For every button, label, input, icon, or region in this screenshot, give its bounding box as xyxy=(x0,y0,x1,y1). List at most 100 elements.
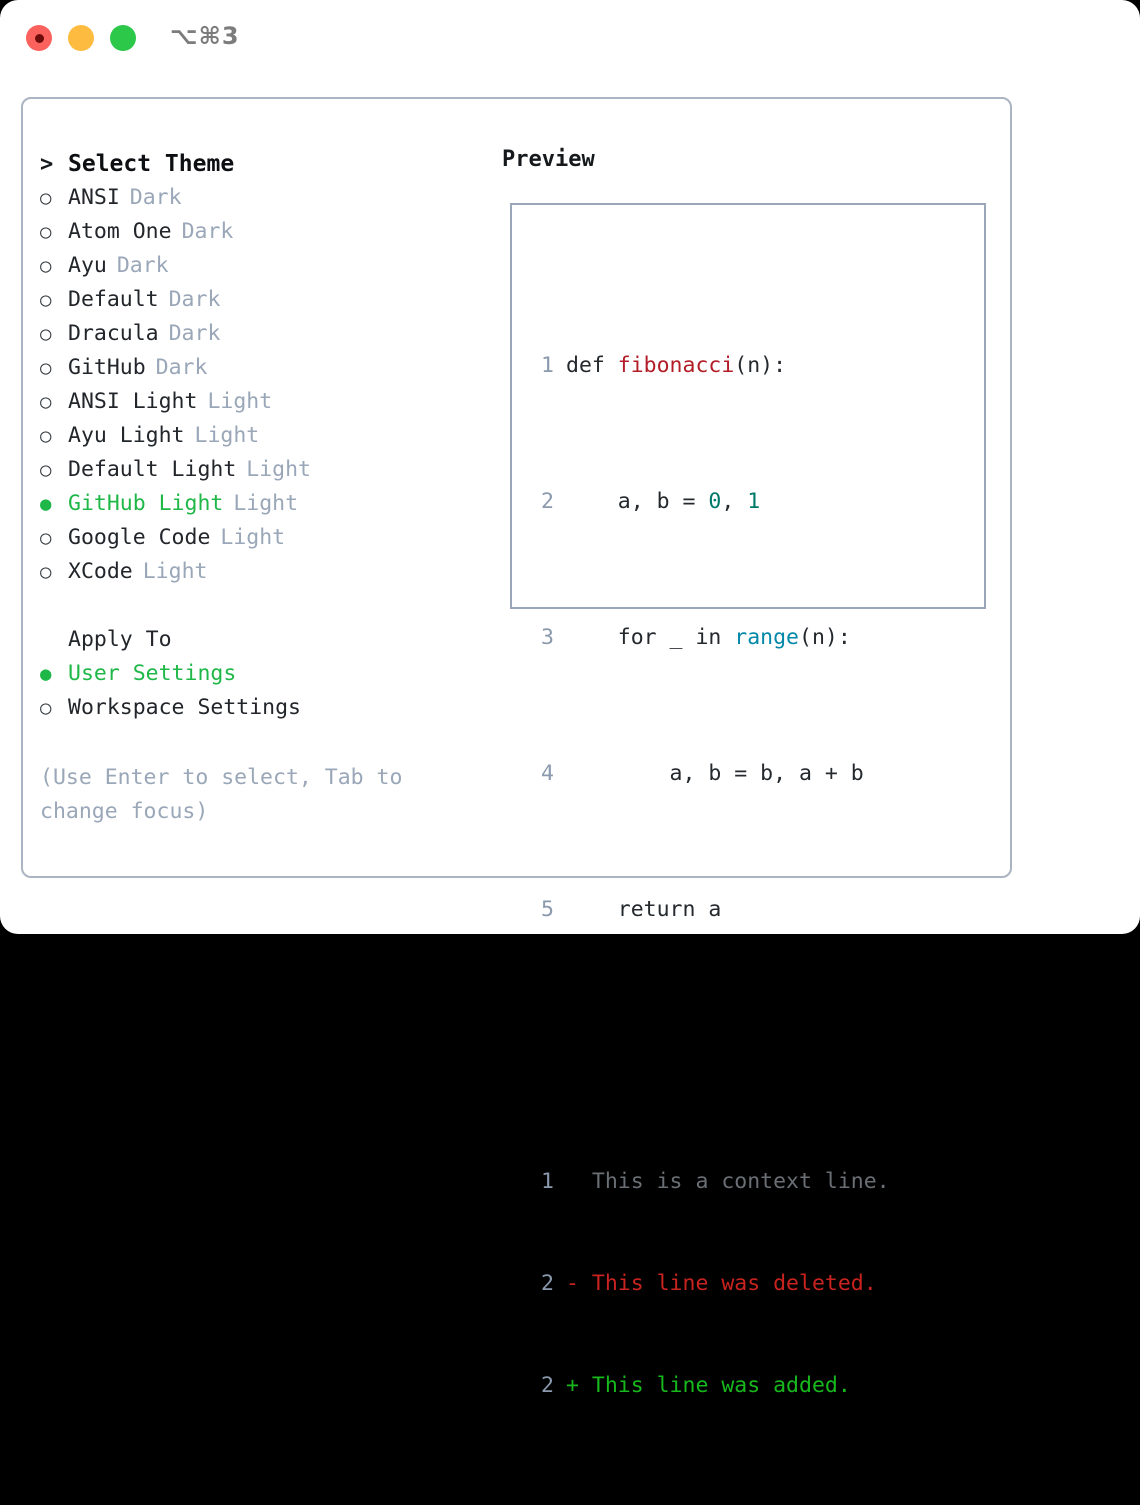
code-token-function: fibonacci xyxy=(617,353,735,378)
apply-to-header: Apply To xyxy=(40,623,480,657)
list-item-atom-one[interactable]: ○ Atom One Dark xyxy=(40,215,480,249)
list-item-label: Default xyxy=(68,287,159,312)
keyboard-hint-text: (Use Enter to select, Tab to change focu… xyxy=(40,765,416,824)
theme-list-title: Select Theme xyxy=(68,151,235,177)
line-number: 2 xyxy=(541,1373,554,1398)
list-item-ayu-light[interactable]: ○ Ayu Light Light xyxy=(40,419,480,453)
diff-line-added: 2 + This line was added. xyxy=(524,1369,890,1403)
diff-line-deleted: 2 - This line was deleted. xyxy=(524,1267,890,1301)
list-item-label: GitHub xyxy=(68,355,146,380)
list-item-label: ANSI xyxy=(68,185,120,210)
code-token-number: 0 xyxy=(708,489,722,514)
list-item-label: Dracula xyxy=(68,321,159,346)
code-token-builtin: range xyxy=(734,625,800,650)
title-bar: ⌥⌘3 xyxy=(0,0,1140,80)
list-item-label: Default Light xyxy=(68,457,237,482)
list-item-label: XCode xyxy=(68,559,133,584)
radio-icon[interactable]: ○ xyxy=(40,323,52,345)
list-item-tag: Dark xyxy=(129,185,182,210)
radio-icon[interactable]: ○ xyxy=(40,221,52,243)
apply-to-item-label: User Settings xyxy=(68,661,237,686)
list-item-tag: Light xyxy=(233,491,299,516)
line-number: 4 xyxy=(541,761,554,786)
list-item-label: Google Code xyxy=(68,525,211,550)
preview-box: 1 def fibonacci (n): 2 a, b = 0 , 1 3 fo… xyxy=(510,203,986,1398)
apply-to-marker-placeholder xyxy=(40,623,68,657)
diff-line-context: 1 This is a context line. xyxy=(524,1165,890,1199)
radio-icon[interactable]: ○ xyxy=(40,561,52,583)
diff-text: This is a context line. xyxy=(566,1169,890,1194)
code-token: for _ in xyxy=(566,625,735,650)
list-item-github[interactable]: ○ GitHub Dark xyxy=(40,351,480,385)
code-token: a, b = b, a + b xyxy=(566,761,864,786)
radio-icon[interactable]: ○ xyxy=(40,187,52,209)
line-number: 3 xyxy=(541,625,554,650)
list-item-default-light[interactable]: ○ Default Light Light xyxy=(40,453,480,487)
list-item-tag: Light xyxy=(207,389,273,414)
radio-icon[interactable]: ○ xyxy=(40,357,52,379)
code-line: 4 a, b = b, a + b xyxy=(524,757,890,791)
line-number: 1 xyxy=(541,353,554,378)
radio-icon[interactable]: ○ xyxy=(40,289,52,311)
list-item-tag: Dark xyxy=(116,253,169,278)
preview-heading: Preview xyxy=(502,147,595,172)
code-token: (n): xyxy=(799,625,851,650)
list-item-tag: Light xyxy=(246,457,312,482)
list-item-tag: Dark xyxy=(155,355,208,380)
list-spacer xyxy=(40,589,480,623)
list-item-label: Atom One xyxy=(68,219,172,244)
apply-to-title: Apply To xyxy=(68,627,172,652)
code-token: return a xyxy=(566,897,722,922)
list-item-ansi[interactable]: ○ ANSI Dark xyxy=(40,181,480,215)
code-blank-line xyxy=(524,1029,890,1063)
apply-to-item-label: Workspace Settings xyxy=(68,695,301,720)
radio-icon[interactable]: ○ xyxy=(40,697,52,719)
line-number: 5 xyxy=(541,897,554,922)
list-item-xcode[interactable]: ○ XCode Light xyxy=(40,555,480,589)
code-token: (n): xyxy=(734,353,787,378)
list-item-default[interactable]: ○ Default Dark xyxy=(40,283,480,317)
list-item-label: ANSI Light xyxy=(68,389,198,414)
code-token: , xyxy=(721,489,748,514)
radio-icon[interactable]: ○ xyxy=(40,459,52,481)
code-token: a, b = xyxy=(566,489,709,514)
code-preview: 1 def fibonacci (n): 2 a, b = 0 , 1 3 fo… xyxy=(524,247,890,1505)
list-item-ansi-light[interactable]: ○ ANSI Light Light xyxy=(40,385,480,419)
list-item-label: Ayu Light xyxy=(68,423,185,448)
code-line: 3 for _ in range (n): xyxy=(524,621,890,655)
line-number: 2 xyxy=(541,1271,554,1296)
list-item-label: GitHub Light xyxy=(68,491,224,516)
list-item-github-light[interactable]: ● GitHub Light Light xyxy=(40,487,480,521)
line-number: 1 xyxy=(541,1169,554,1194)
diff-text: + This line was added. xyxy=(566,1373,851,1398)
code-line: 1 def fibonacci (n): xyxy=(524,349,890,383)
list-item-tag: Dark xyxy=(181,219,234,244)
radio-icon[interactable]: ○ xyxy=(40,425,52,447)
theme-picker-panel: > Select Theme ○ ANSI Dark ○ Atom One Da… xyxy=(21,97,1012,1398)
radio-icon[interactable]: ○ xyxy=(40,391,52,413)
window-controls xyxy=(26,25,136,51)
list-item-tag: Dark xyxy=(168,287,221,312)
close-button[interactable] xyxy=(26,25,52,51)
list-item-tag: Light xyxy=(220,525,286,550)
apply-to-item-user-settings[interactable]: ● User Settings xyxy=(40,657,480,691)
list-item-dracula[interactable]: ○ Dracula Dark xyxy=(40,317,480,351)
diff-text: - This line was deleted. xyxy=(566,1271,877,1296)
list-item-google-code[interactable]: ○ Google Code Light xyxy=(40,521,480,555)
minimize-button[interactable] xyxy=(68,25,94,51)
keyboard-shortcut-label: ⌥⌘3 xyxy=(170,22,240,50)
radio-icon[interactable]: ○ xyxy=(40,527,52,549)
radio-selected-icon[interactable]: ● xyxy=(40,663,52,685)
code-line: 2 a, b = 0 , 1 xyxy=(524,485,890,519)
radio-icon[interactable]: ○ xyxy=(40,255,52,277)
radio-selected-icon[interactable]: ● xyxy=(40,493,52,515)
app-window: ⌥⌘3 > Select Theme ○ ANSI Dark ○ Atom On… xyxy=(0,0,1140,1398)
line-number: 2 xyxy=(541,489,554,514)
list-item-ayu[interactable]: ○ Ayu Dark xyxy=(40,249,480,283)
code-token: def xyxy=(566,353,618,378)
apply-to-item-workspace-settings[interactable]: ○ Workspace Settings xyxy=(40,691,480,725)
caret-icon: > xyxy=(40,152,54,177)
list-item-tag: Dark xyxy=(168,321,221,346)
theme-list: > Select Theme ○ ANSI Dark ○ Atom One Da… xyxy=(40,147,480,725)
zoom-button[interactable] xyxy=(110,25,136,51)
